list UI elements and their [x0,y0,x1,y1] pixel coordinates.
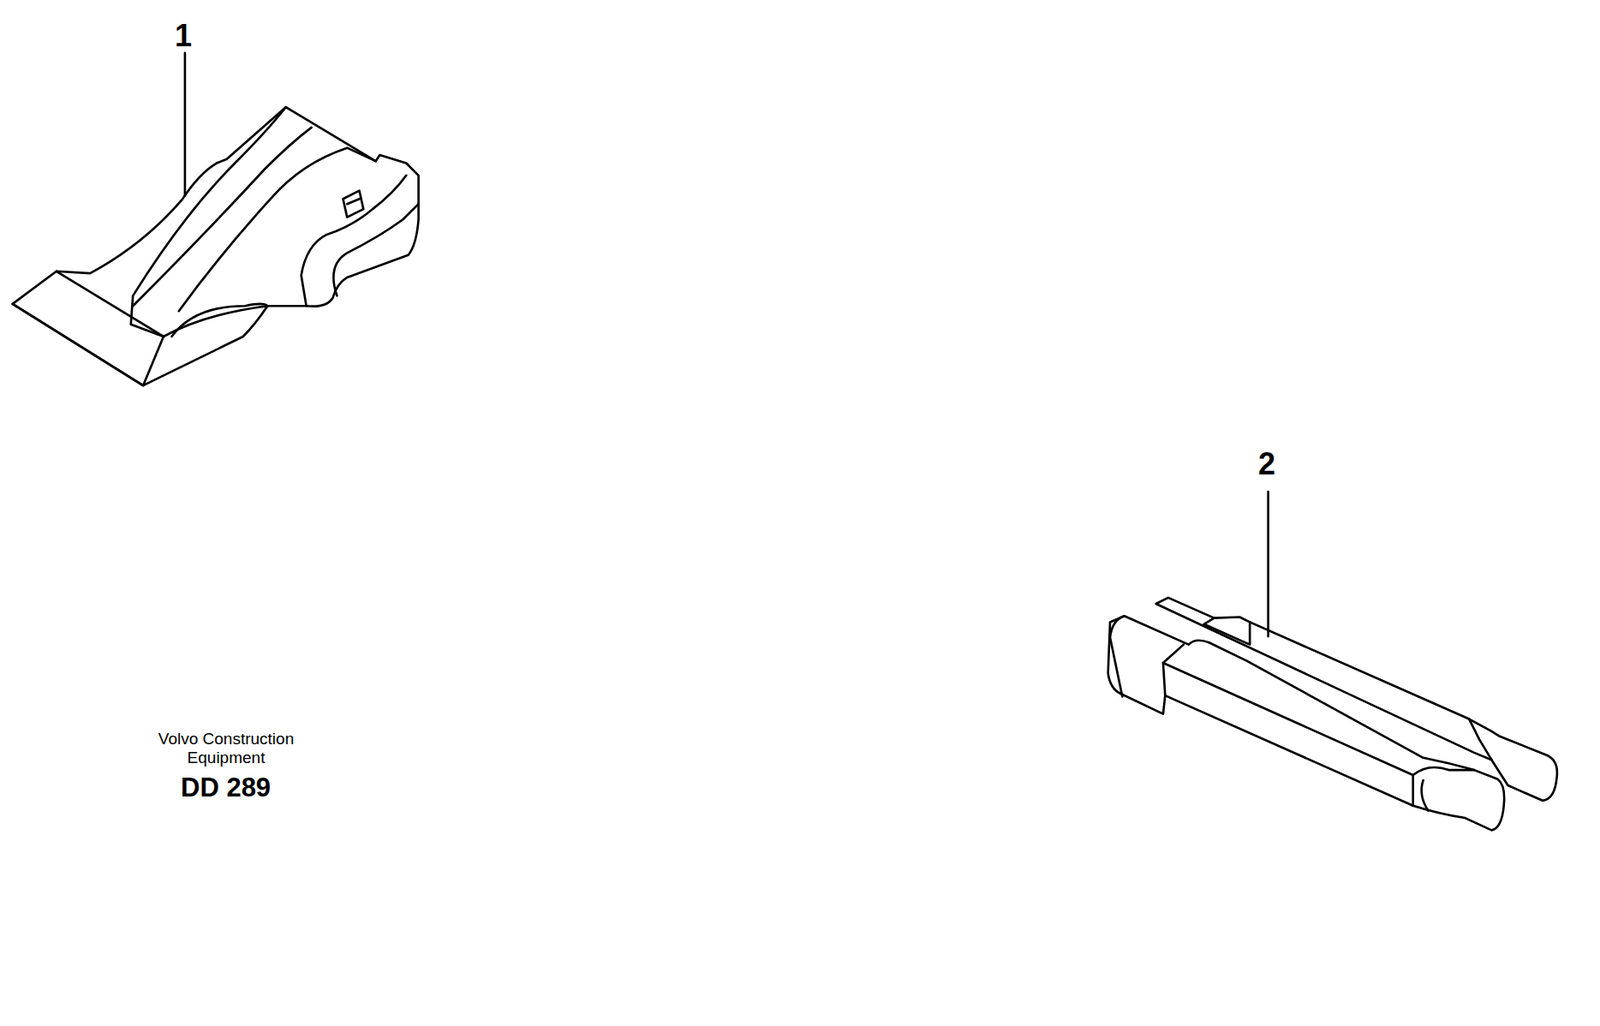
drawing-number: DD 289 [180,772,271,804]
callout-number: 2 [1258,446,1276,482]
leader-line [184,53,187,197]
bucket-tooth [12,107,419,386]
leader-line [1266,491,1270,637]
callout-number: 1 [174,17,192,54]
locking-pin [1108,597,1558,831]
company-name: Volvo Construction Equipment [136,729,317,768]
